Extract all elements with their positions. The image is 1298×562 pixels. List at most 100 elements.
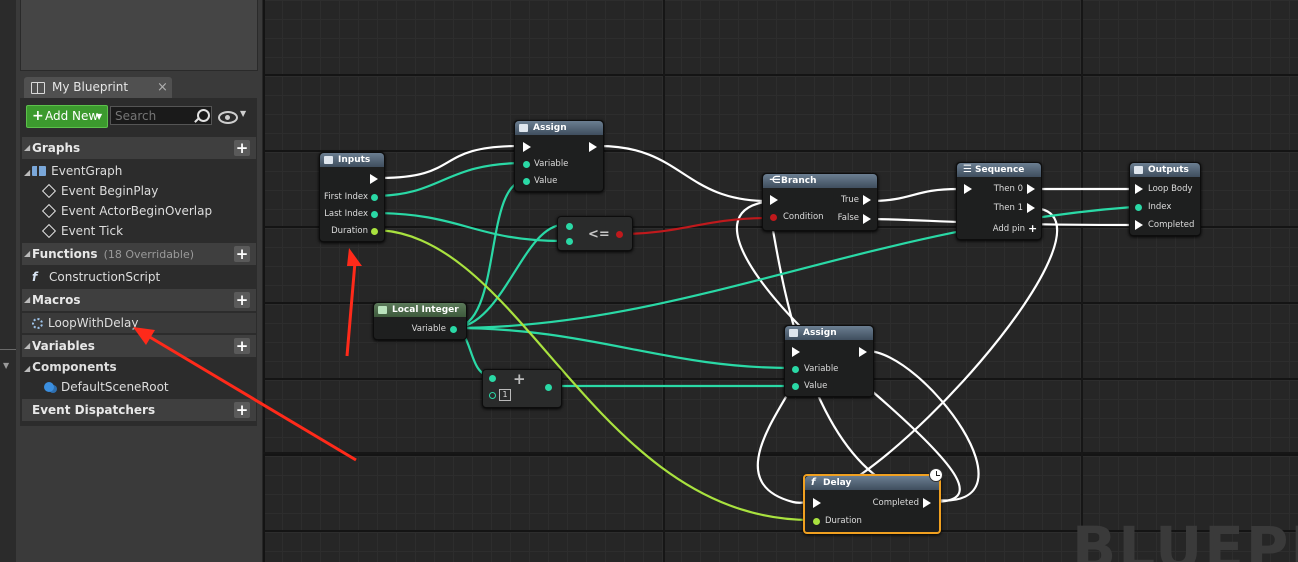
duration-in-pin[interactable] <box>813 518 820 525</box>
exec-in-pin[interactable] <box>523 142 531 152</box>
completed-exec-pin[interactable] <box>923 498 931 508</box>
then-0-pin[interactable] <box>1027 184 1035 194</box>
true-exec-pin[interactable] <box>863 195 871 205</box>
int-wire <box>452 179 526 330</box>
add-graph-button[interactable]: + <box>234 139 250 157</box>
sidebar-item-event-actorbeginoverlap[interactable]: Event ActorBeginOverlap <box>41 201 212 221</box>
int-wire <box>372 211 564 243</box>
event-icon <box>41 203 57 219</box>
exec-in-pin[interactable] <box>770 195 778 205</box>
node-outputs[interactable]: Outputs Loop Body Index Completed <box>1129 162 1201 236</box>
bool-wire <box>618 216 772 236</box>
b-value-field[interactable]: 1 <box>499 389 511 401</box>
event-icon <box>41 223 57 239</box>
add-event-dispatcher-button[interactable]: + <box>234 401 250 419</box>
blueprint-watermark: BLUEPRINT <box>1072 514 1298 562</box>
node-icon <box>324 156 333 164</box>
b-pin[interactable] <box>566 238 573 245</box>
section-event-dispatchers[interactable]: Event Dispatchers + <box>22 399 256 421</box>
node-local-integer[interactable]: Local Integer Variable <box>373 302 467 340</box>
node-less-equal[interactable]: <= <box>557 216 633 251</box>
node-assign-2[interactable]: Assign Variable Value <box>784 325 874 397</box>
sidebar-item-eventgraph[interactable]: ◢EventGraph <box>24 164 123 178</box>
exec-in-pin[interactable] <box>792 347 800 357</box>
float-wire <box>372 228 812 522</box>
blueprint-toolbar: + Add New ▼ ▼ <box>22 103 256 130</box>
search-input[interactable] <box>110 106 212 125</box>
search-icon[interactable] <box>197 109 210 122</box>
close-icon[interactable]: × <box>157 80 168 95</box>
node-icon <box>789 329 798 337</box>
branch-icon: ⋲ <box>769 175 781 186</box>
index-pin[interactable] <box>1135 204 1142 211</box>
condition-pin[interactable] <box>770 214 777 221</box>
expand-triangle-icon: ◢ <box>24 295 31 304</box>
then-1-pin[interactable] <box>1027 203 1035 213</box>
node-branch[interactable]: ⋲Branch Condition True False <box>762 173 878 231</box>
duration-pin[interactable] <box>371 228 378 235</box>
tab-my-blueprint[interactable]: My Blueprint × <box>24 77 172 98</box>
chevron-down-icon: ▼ <box>96 112 103 121</box>
variable-out-pin[interactable] <box>450 326 457 333</box>
section-macros[interactable]: ◢ Macros + <box>22 289 256 311</box>
node-sequence[interactable]: ☰Sequence Then 0 Then 1 Add pin + <box>956 162 1042 240</box>
add-new-button[interactable]: + Add New ▼ <box>26 105 108 128</box>
clock-icon <box>929 468 943 482</box>
node-add[interactable]: 1 + <box>482 369 562 408</box>
chevron-down-icon[interactable]: ▼ <box>240 109 247 118</box>
sidebar-item-event-beginplay[interactable]: Event BeginPlay <box>41 181 158 201</box>
int-wire <box>452 326 792 370</box>
b-pin[interactable] <box>489 392 496 399</box>
value-pin[interactable] <box>523 178 530 185</box>
section-graphs[interactable]: ◢ Graphs + <box>22 137 256 159</box>
expand-triangle-icon: ◢ <box>24 249 31 258</box>
false-exec-pin[interactable] <box>863 214 871 224</box>
expand-triangle-icon: ◢ <box>24 341 31 350</box>
result-pin[interactable] <box>616 231 623 238</box>
exec-wire <box>868 187 959 203</box>
add-pin-plus-icon[interactable]: + <box>1028 222 1038 235</box>
function-icon: f <box>811 477 816 488</box>
exec-in-pin[interactable] <box>813 498 821 508</box>
blueprint-graph-canvas[interactable]: BLUEPRINT Input <box>263 0 1298 562</box>
sidebar-item-defaultsceneroot[interactable]: DefaultSceneRoot <box>44 377 169 397</box>
value-pin[interactable] <box>792 383 799 390</box>
exec-out-pin[interactable] <box>859 347 867 357</box>
a-pin[interactable] <box>489 375 496 382</box>
collapse-arrow-icon[interactable]: ▼ <box>3 361 10 370</box>
sidebar-item-components[interactable]: ◢Components <box>24 360 117 374</box>
sidebar-item-event-tick[interactable]: Event Tick <box>41 221 123 241</box>
add-function-button[interactable]: + <box>234 245 250 263</box>
add-macro-button[interactable]: + <box>234 291 250 309</box>
add-pin-button[interactable]: Add pin <box>992 224 1025 234</box>
node-assign-1[interactable]: Assign Variable Value <box>514 120 604 192</box>
exec-in-pin[interactable] <box>964 184 972 194</box>
variable-pin[interactable] <box>792 366 799 373</box>
node-header: ⋲Branch <box>763 174 877 188</box>
section-variables[interactable]: ◢ Variables + <box>22 335 256 357</box>
eye-icon[interactable] <box>218 111 238 124</box>
completed-pin[interactable] <box>1135 220 1143 230</box>
exec-wire <box>379 144 520 180</box>
result-pin[interactable] <box>545 384 552 391</box>
plus-icon: + <box>32 108 44 124</box>
add-new-label: Add New <box>45 109 99 123</box>
add-variable-button[interactable]: + <box>234 337 250 355</box>
exec-out-pin[interactable] <box>370 174 378 184</box>
first-index-pin[interactable] <box>371 194 378 201</box>
loop-body-pin[interactable] <box>1135 184 1143 194</box>
event-graph-icon <box>32 166 47 176</box>
sidebar-item-loopwithdelay[interactable]: LoopWithDelay <box>22 313 256 333</box>
last-index-pin[interactable] <box>371 211 378 218</box>
node-icon <box>519 124 528 132</box>
node-header: Assign <box>515 121 603 135</box>
exec-out-pin[interactable] <box>589 142 597 152</box>
section-functions[interactable]: ◢ Functions(18 Overridable) + <box>22 243 256 265</box>
node-inputs[interactable]: Inputs First Index Last Index Duration <box>319 152 385 242</box>
a-pin[interactable] <box>566 223 573 230</box>
variable-pin[interactable] <box>523 161 530 168</box>
node-header: Assign <box>785 326 873 340</box>
node-header: Local Integer <box>374 303 466 317</box>
